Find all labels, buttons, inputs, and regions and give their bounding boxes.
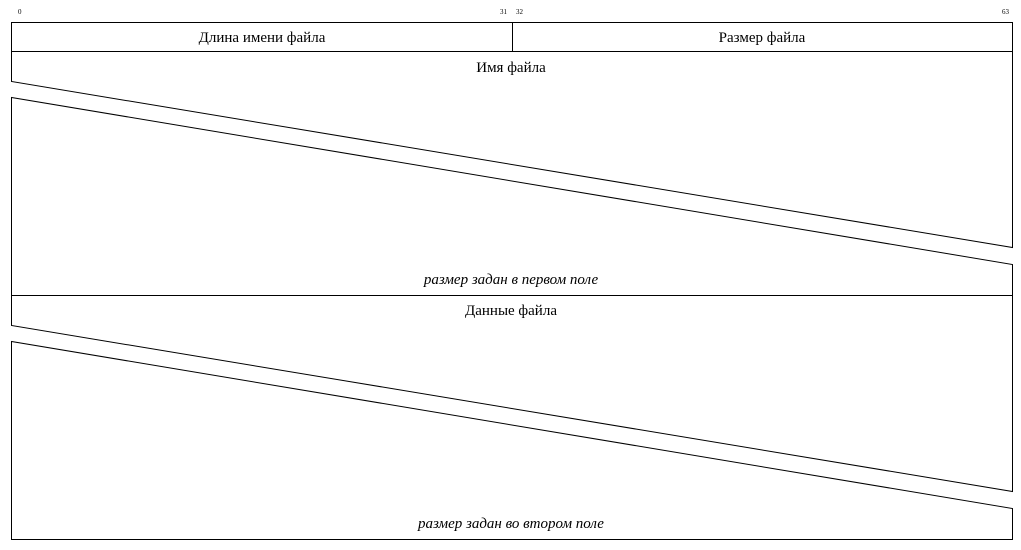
file-name-block-bottom bbox=[11, 96, 1013, 296]
file-size-label: Размер файла bbox=[719, 30, 806, 46]
bit-ruler: 0 31 32 63 bbox=[18, 8, 1010, 16]
name-length-label: Длина имени файла bbox=[199, 30, 326, 46]
file-name-block: Имя файла размер задан в первом поле bbox=[11, 51, 1013, 296]
file-data-block: Данные файла размер задан во втором поле bbox=[11, 295, 1013, 540]
bit-label-63: 63 bbox=[1002, 8, 1010, 16]
file-data-title: Данные файла bbox=[465, 303, 557, 319]
file-data-note: размер задан во втором поле bbox=[417, 516, 604, 532]
file-name-block-top bbox=[11, 51, 1013, 249]
file-data-block-top bbox=[11, 295, 1013, 493]
bit-label-31: 31 bbox=[500, 8, 508, 16]
file-name-title: Имя файла bbox=[476, 60, 546, 76]
file-size-field bbox=[512, 22, 1013, 52]
file-data-block-bottom bbox=[11, 340, 1013, 540]
bit-label-0: 0 bbox=[18, 8, 22, 16]
header-row: Длина имени файла Размер файла bbox=[11, 22, 1013, 52]
file-name-note: размер задан в первом поле bbox=[423, 272, 599, 288]
bit-label-32: 32 bbox=[516, 8, 524, 16]
